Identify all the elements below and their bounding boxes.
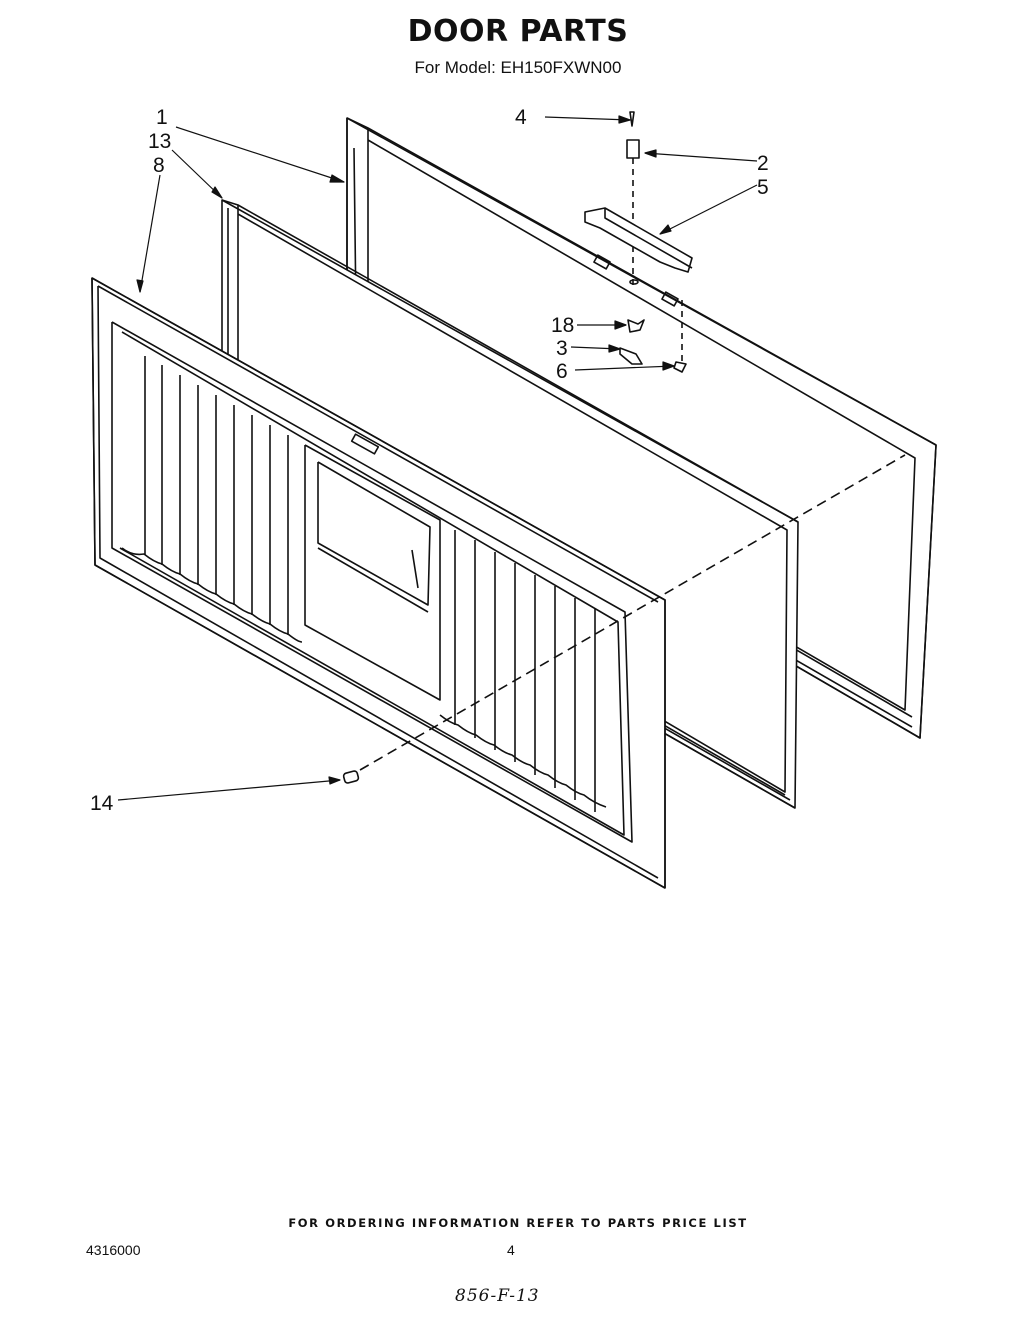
- part-4-screw: [629, 111, 635, 127]
- part-2-pin: [626, 139, 640, 159]
- callout-5: 5: [757, 176, 769, 199]
- model-subtitle: For Model: EH150FXWN00: [414, 58, 622, 77]
- callout-labels: 1 13 8 4 2 5 18 3 6 14: [90, 106, 769, 815]
- part-3-bracket: [619, 347, 643, 365]
- leader-lines: [117, 115, 758, 801]
- part-5-hinge: [584, 207, 693, 273]
- page-number: 4: [507, 1242, 515, 1258]
- part-14-plug: [342, 770, 360, 784]
- callout-1: 1: [156, 106, 168, 129]
- ordering-note: FOR ORDERING INFORMATION REFER TO PARTS …: [288, 1216, 748, 1230]
- part-code: 4316000: [86, 1242, 141, 1258]
- callout-4: 4: [515, 106, 527, 129]
- part-18-clip: [627, 319, 645, 333]
- callout-14: 14: [90, 792, 114, 815]
- callout-18: 18: [551, 314, 574, 337]
- callout-8: 8: [153, 154, 165, 177]
- handwritten-note: 856-F-13: [455, 1286, 540, 1306]
- callout-2: 2: [757, 152, 769, 175]
- callout-6: 6: [556, 360, 568, 383]
- callout-13: 13: [148, 130, 171, 153]
- part-6-clip: [673, 361, 687, 373]
- page-title: DOOR PARTS: [407, 14, 629, 49]
- door-inner-liner: [91, 277, 666, 889]
- callout-3: 3: [556, 337, 568, 360]
- hinge-hardware: [342, 111, 906, 784]
